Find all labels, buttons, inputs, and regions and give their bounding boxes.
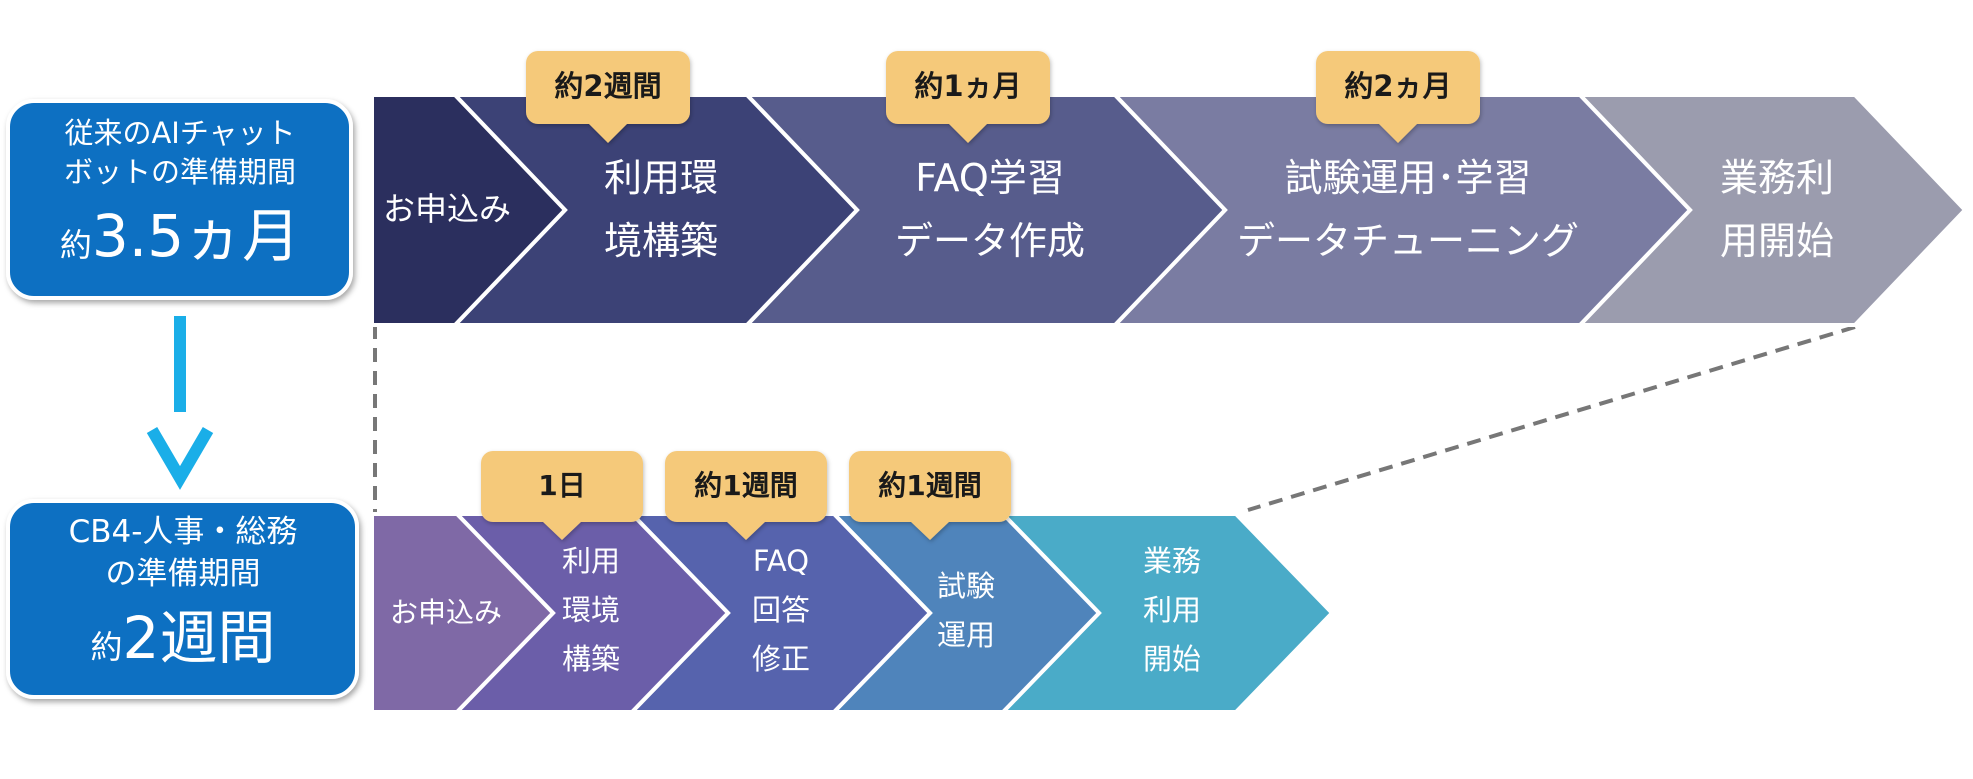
top-badge-3 [1316, 51, 1480, 143]
new-period-box: CB4-人事・総務 の準備期間 約2週間 [6, 499, 359, 699]
new-box-line1: CB4-人事・総務 [69, 514, 298, 550]
bottom-step-5-label-1: 業務 [1143, 544, 1201, 578]
new-box-value: 2週間 [123, 604, 276, 672]
top-badge-1-label: 約2週間 [554, 69, 661, 103]
bottom-badge-3 [849, 451, 1011, 540]
top-duration-badges: 約2週間 約1ヵ月 約2ヵ月 [526, 51, 1480, 143]
top-step-1 [370, 93, 568, 327]
top-step-2-label-2: 境構築 [604, 219, 718, 263]
new-box-prefix: 約 [91, 628, 123, 666]
top-step-4-label-2: データチューニング [1237, 219, 1579, 263]
bottom-step-4-label-1: 試験 [937, 569, 995, 603]
top-badge-1 [526, 51, 690, 143]
down-arrow [146, 316, 214, 490]
top-step-5-label-2: 用開始 [1720, 219, 1834, 263]
legacy-box-prefix: 約 [60, 226, 92, 264]
bottom-step-3-label-1: FAQ [753, 544, 809, 578]
bottom-step-4-label-2: 運用 [937, 618, 995, 652]
legacy-box-value: 3.5ヵ月 [92, 202, 300, 270]
bottom-step-3-label-3: 修正 [752, 642, 810, 676]
right-dashed-connector [1247, 325, 1856, 512]
new-box-line2: の準備期間 [106, 556, 261, 592]
down-arrow-shaft [174, 316, 186, 412]
bottom-step-2-label-3: 構築 [562, 642, 620, 676]
legacy-period-box: 従来のAIチャット ボットの準備期間 約3.5ヵ月 [6, 99, 353, 300]
bottom-step-3-label-2: 回答 [752, 593, 810, 627]
bottom-step-2-label-1: 利用 [562, 544, 620, 578]
bottom-step-1-label: お申込み [390, 596, 502, 629]
new-box-bg [6, 499, 359, 699]
bottom-duration-badges: 1日 約1週間 約1週間 [481, 451, 1011, 540]
top-step-3-label-1: FAQ学習 [915, 156, 1065, 200]
bottom-step-1 [370, 512, 556, 714]
top-process-chevrons: お申込み 利用環 境構築 FAQ学習 データ作成 試験運用･学習 データチューニ… [370, 93, 1968, 327]
legacy-box-bg [6, 99, 353, 300]
bottom-step-5-label-3: 開始 [1143, 642, 1201, 676]
bottom-badge-3-label: 約1週間 [878, 469, 981, 502]
down-arrow-head [146, 426, 214, 490]
top-badge-2 [886, 51, 1050, 143]
bottom-step-2-label-2: 環境 [562, 593, 620, 627]
top-step-3-label-2: データ作成 [895, 219, 1085, 263]
new-box-duration: 約2週間 [91, 604, 276, 672]
legacy-box-line2: ボットの準備期間 [64, 155, 296, 189]
bottom-badge-2 [665, 451, 827, 540]
bottom-badge-2-label: 約1週間 [694, 469, 797, 502]
top-step-2-label-1: 利用環 [604, 156, 718, 200]
bottom-badge-1-label: 1日 [538, 469, 585, 502]
top-badge-3-label: 約2ヵ月 [1344, 69, 1451, 103]
top-step-5-label-1: 業務利 [1720, 156, 1834, 200]
legacy-box-line1: 従来のAIチャット [64, 116, 295, 150]
top-step-1-label: お申込み [383, 190, 511, 228]
legacy-box-duration: 約3.5ヵ月 [60, 202, 300, 270]
bottom-step-5-label-2: 利用 [1143, 593, 1201, 627]
bottom-badge-1 [481, 451, 643, 540]
top-badge-2-label: 約1ヵ月 [914, 69, 1021, 103]
top-step-4-label-1: 試験運用･学習 [1284, 156, 1531, 200]
bottom-process-chevrons: お申込み 利用 環境 構築 FAQ 回答 修正 試験 運用 業務 利用 開始 [370, 512, 1335, 714]
